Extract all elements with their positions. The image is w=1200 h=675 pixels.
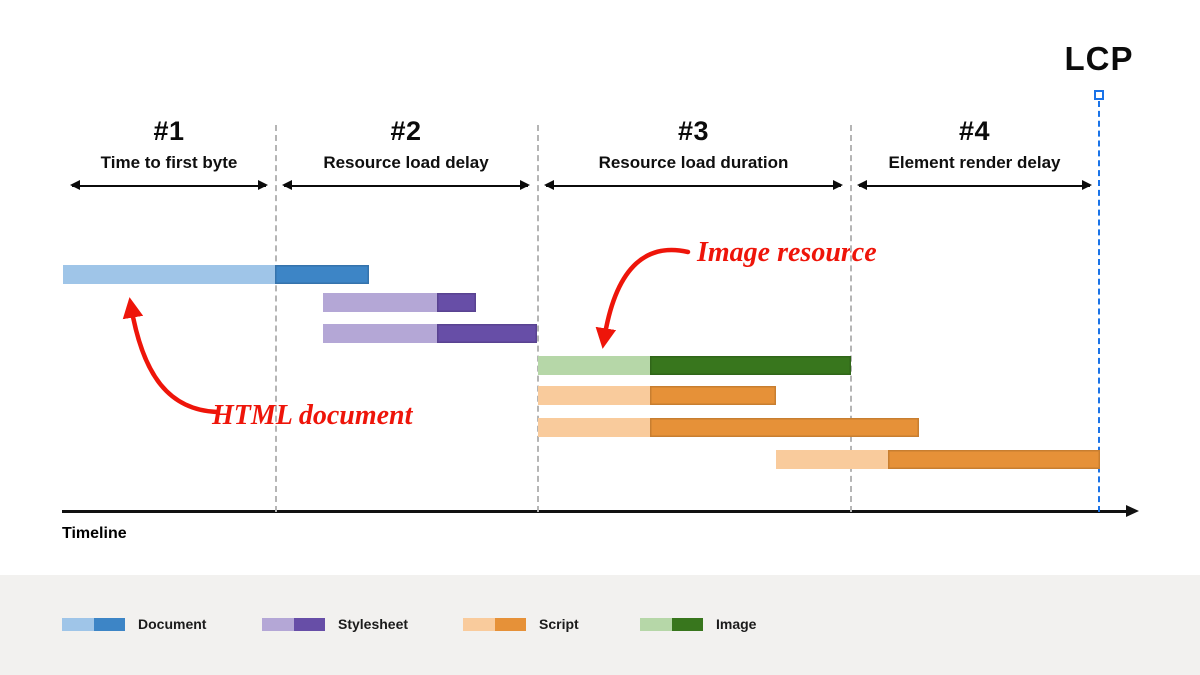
legend-label: Image bbox=[716, 616, 757, 632]
legend-swatch bbox=[463, 617, 526, 631]
legend-label: Script bbox=[539, 616, 579, 632]
bar-light-segment bbox=[323, 324, 437, 343]
swatch-dark bbox=[494, 617, 526, 631]
phase-range-arrow bbox=[544, 180, 843, 190]
legend-item-stylesheet: Stylesheet bbox=[262, 616, 408, 632]
phase-number: #1 bbox=[153, 116, 185, 146]
legend-swatch bbox=[640, 617, 703, 631]
phase-label: Element render delay bbox=[888, 153, 1061, 172]
timeline-axis bbox=[62, 505, 1139, 517]
swatch-light bbox=[640, 617, 672, 631]
bar-dark-segment bbox=[888, 450, 1100, 469]
bar-light-segment bbox=[63, 265, 275, 284]
legend-swatch bbox=[62, 617, 125, 631]
image-resource-arrow bbox=[595, 247, 691, 349]
phase-separator-line bbox=[275, 125, 277, 512]
bar-dark-segment bbox=[650, 386, 776, 405]
resource-bar-script bbox=[538, 418, 919, 437]
phase-label: Time to first byte bbox=[100, 153, 238, 172]
bar-dark-segment bbox=[650, 418, 919, 437]
html-document-arrow bbox=[122, 297, 220, 415]
phase-range-arrow bbox=[282, 180, 530, 190]
timeline-label: Timeline bbox=[62, 525, 127, 542]
legend-band bbox=[0, 575, 1200, 675]
bar-light-segment bbox=[323, 293, 437, 312]
swatch-dark bbox=[93, 617, 125, 631]
image-resource-annotation: Image resource bbox=[697, 237, 877, 268]
html-document-annotation: HTML document bbox=[212, 400, 413, 431]
phase-label: Resource load duration bbox=[598, 153, 789, 172]
phase-number: #3 bbox=[677, 116, 710, 146]
bar-dark-segment bbox=[650, 356, 851, 375]
resource-bar-document bbox=[63, 265, 369, 284]
bar-light-segment bbox=[776, 450, 888, 469]
bar-light-segment bbox=[538, 418, 650, 437]
resource-bar-script bbox=[776, 450, 1100, 469]
phase-separator-line bbox=[850, 125, 852, 512]
phase-range-arrow bbox=[70, 180, 268, 190]
legend-swatch bbox=[262, 617, 325, 631]
swatch-dark bbox=[293, 617, 325, 631]
phase-number: #2 bbox=[390, 116, 422, 146]
lcp-dashed-line bbox=[1098, 101, 1100, 512]
legend-item-image: Image bbox=[640, 616, 756, 632]
resource-bar-stylesheet bbox=[323, 324, 537, 343]
swatch-light bbox=[62, 617, 94, 631]
phase-number: #4 bbox=[958, 116, 991, 146]
phase-separator-line bbox=[537, 125, 539, 512]
resource-bar-stylesheet bbox=[323, 293, 476, 312]
bar-dark-segment bbox=[437, 324, 537, 343]
resource-bar-image bbox=[538, 356, 851, 375]
swatch-light bbox=[262, 617, 294, 631]
legend-label: Document bbox=[138, 616, 207, 632]
phase-label: Resource load delay bbox=[323, 153, 489, 172]
lcp-marker-icon bbox=[1094, 90, 1104, 100]
legend-item-document: Document bbox=[62, 616, 206, 632]
legend-label: Stylesheet bbox=[338, 616, 409, 632]
bar-dark-segment bbox=[437, 293, 476, 312]
resource-bar-script bbox=[538, 386, 776, 405]
bar-dark-segment bbox=[275, 265, 369, 284]
legend-item-script: Script bbox=[463, 616, 579, 632]
lcp-title: LCP bbox=[1064, 40, 1134, 77]
swatch-dark bbox=[671, 617, 703, 631]
phase-range-arrow bbox=[857, 180, 1092, 190]
swatch-light bbox=[463, 617, 495, 631]
bar-light-segment bbox=[538, 386, 650, 405]
bar-light-segment bbox=[538, 356, 650, 375]
